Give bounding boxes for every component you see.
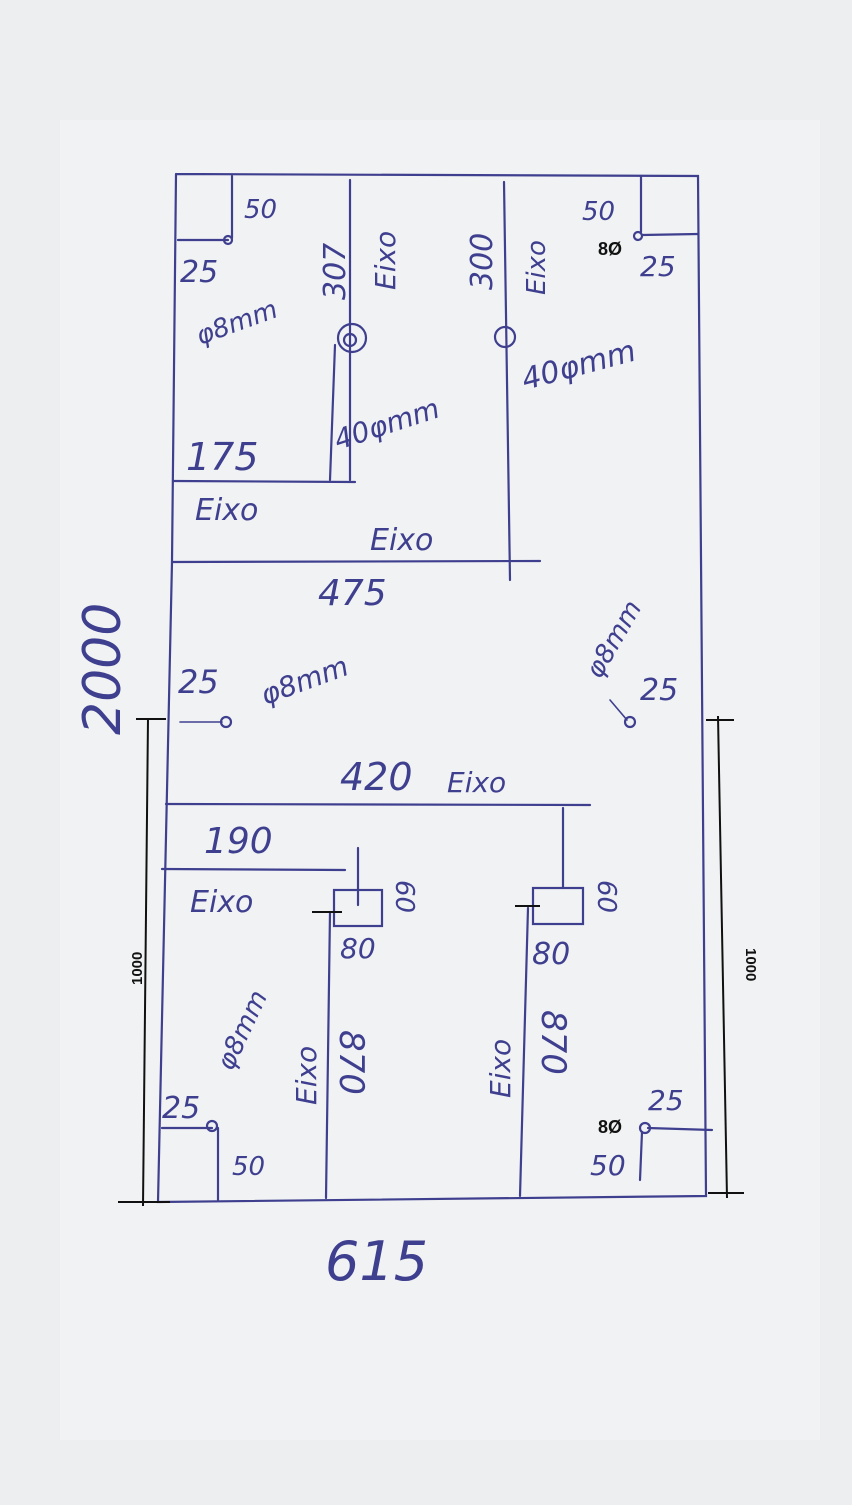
label-bottom-left-axis: Eixo (190, 885, 253, 920)
dim-right-vertical (717, 715, 728, 1199)
hole-bottom-right (638, 1121, 652, 1135)
label-top-right-corner-offset: 50 (582, 197, 615, 227)
label-mid-axis: Eixo (447, 766, 506, 799)
label-top-right-diameter: 8Ø (598, 239, 622, 259)
paper-sheet (60, 120, 820, 1440)
bottom-axis-v2 (518, 906, 530, 1198)
label-overall-height: 2000 (73, 603, 133, 735)
label-bottom-v1-length: 870 (331, 1030, 371, 1095)
hole-top-left (222, 234, 234, 246)
label-top-right-offset: 300 (465, 233, 500, 290)
hole-bottom-left (205, 1119, 219, 1133)
label-dim-left: 1000 (129, 952, 146, 985)
hole-mid-left (219, 715, 233, 729)
label-top-mid-axis: Eixo (369, 231, 402, 290)
label-bottom-left-bottom: 50 (232, 1152, 265, 1182)
top-section-divider (170, 559, 542, 564)
right-drill-leader (609, 699, 628, 721)
top-right-corner-horizontal (640, 232, 700, 237)
top-right-vertical (502, 180, 512, 582)
label-bottom-v1-axis: Eixo (290, 1046, 323, 1105)
label-mid-right-offset: 25 (640, 673, 678, 708)
label-top-center-axis: Eixo (370, 523, 433, 558)
label-overall-width: 615 (325, 1230, 428, 1293)
label-bottom-left-span: 190 (204, 821, 273, 862)
label-bottom-right-offset: 25 (648, 1084, 684, 1117)
bottom-right-corner-v (638, 1130, 644, 1182)
hole-mid-right (623, 715, 637, 729)
hole-top-mid (336, 322, 368, 354)
dim-left-vertical (142, 717, 149, 1207)
bottom-axis-v1 (324, 910, 332, 1200)
label-top-mid-offset: 307 (318, 243, 353, 300)
hole-top-right-corner (632, 230, 644, 242)
label-mid-left-offset: 25 (178, 663, 219, 701)
label-top-right-axis: Eixo (522, 240, 552, 295)
label-bottom-v2-axis: Eixo (484, 1039, 517, 1098)
bottom-right-corner-h (646, 1126, 714, 1132)
top-left-axis-line (172, 479, 357, 484)
bottom-left-span-line (160, 867, 347, 872)
label-top-right-corner-side: 25 (640, 250, 676, 283)
label-top-span: 475 (318, 573, 387, 614)
label-box1-width: 80 (340, 932, 376, 965)
label-bottom-left-offset: 25 (162, 1091, 200, 1126)
bottom-box-1 (332, 888, 384, 928)
hole-top-right (493, 325, 517, 349)
label-box1-height: 60 (389, 880, 419, 913)
label-mid-span: 420 (340, 755, 413, 799)
hole-top-mid-inner (342, 332, 358, 348)
label-bottom-v2-length: 870 (533, 1010, 573, 1075)
top-mid-stub (328, 343, 337, 482)
label-bottom-right-bottom: 50 (590, 1149, 626, 1182)
label-dim-right: 1000 (742, 948, 759, 981)
label-top-left-side: 25 (180, 255, 218, 290)
middle-span-line (164, 802, 592, 807)
label-box2-width: 80 (532, 937, 570, 972)
outer-frame (156, 172, 708, 1204)
label-top-left-offset: 50 (244, 195, 277, 225)
label-bottom-right-diameter: 8Ø (598, 1117, 622, 1137)
label-box2-height: 60 (591, 880, 621, 913)
label-top-left-height: 175 (186, 435, 259, 479)
label-top-left-axis: Eixo (195, 493, 258, 528)
